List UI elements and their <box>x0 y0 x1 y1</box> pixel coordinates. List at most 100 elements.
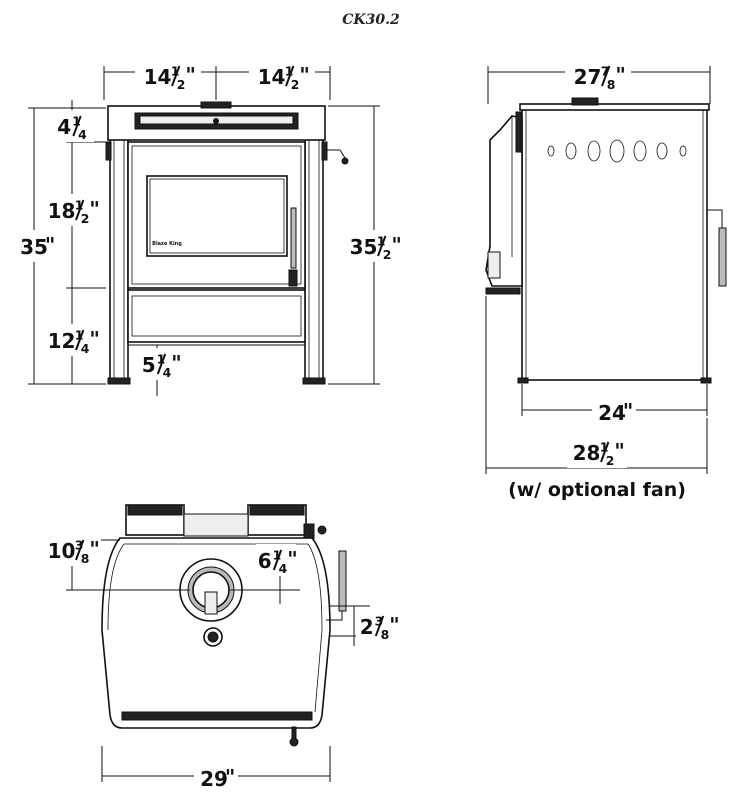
dim-flue-diameter-numerator: 1 <box>273 548 282 563</box>
dim-overall-left-whole: 35 <box>20 235 48 259</box>
dim-overall-left-bg <box>15 230 57 262</box>
dim-overall-right-bg <box>341 230 407 262</box>
dim-depth-fan-numerator: 1 <box>600 440 609 455</box>
dim-side-depth-fraction-slash <box>601 65 611 87</box>
rear-handle <box>718 227 727 287</box>
dim-overall-right-whole: 35 <box>350 235 378 259</box>
side-control-lever <box>327 149 346 159</box>
dim-width-left-fraction-slash <box>171 65 181 87</box>
dim-handle-offset-fraction-slash <box>374 615 385 637</box>
dim-base-height-numerator: 1 <box>75 328 84 343</box>
dim-handle-offset-numerator: 3 <box>375 614 384 629</box>
dim-base-height-fraction-slash <box>75 329 85 351</box>
dim-base-height-bg <box>44 324 100 356</box>
dim-overall-left-unit: " <box>45 233 55 257</box>
dim-side-depth-denominator: 8 <box>607 77 616 92</box>
model-title: CK30.2 <box>342 12 400 28</box>
dim-depth-fan-unit: " <box>614 439 624 463</box>
dim-door-height-unit: " <box>89 197 99 221</box>
dim-overall-right-fraction-slash <box>377 235 387 257</box>
dim-width-left-bg <box>135 60 201 92</box>
side-body <box>521 107 708 381</box>
top-front-edge <box>121 711 313 721</box>
dim-door-height-numerator: 1 <box>75 198 84 213</box>
dim-top-width-unit: " <box>225 765 235 789</box>
left-column <box>109 107 129 384</box>
dim-width-right-numerator: 1 <box>285 64 294 79</box>
fan-center-box <box>183 513 249 537</box>
dim-overall-right-denominator: 2 <box>383 247 392 262</box>
dim-ash-depth-fraction-slash <box>156 353 167 375</box>
dim-flue-diameter-fraction-slash <box>272 549 283 571</box>
dim-depth-fan-whole: 28 <box>573 441 601 465</box>
dim-ash-depth-bg <box>140 348 180 380</box>
dim-flue-diameter-bg <box>256 544 296 576</box>
door-glass <box>146 175 288 257</box>
dim-flue-diameter-denominator: 4 <box>279 561 288 576</box>
dim-flue-diameter-whole: 6 <box>258 549 272 573</box>
dim-side-depth-bg <box>565 60 631 92</box>
dim-width-right-denominator: 2 <box>291 77 300 92</box>
badge-text: Blaze King <box>152 241 182 247</box>
side-top-cap <box>571 97 599 106</box>
dim-width-left-denominator: 2 <box>177 77 186 92</box>
dim-ash-depth-numerator: 1 <box>157 352 166 367</box>
dim-body-depth: 24" <box>592 396 636 428</box>
dim-overall-right-unit: " <box>391 233 401 257</box>
dim-top-section-fraction-slash <box>72 115 82 137</box>
dim-overall-right-numerator: 1 <box>377 234 386 249</box>
front-view: Blaze King <box>28 66 380 396</box>
dim-width-left-unit: " <box>185 63 195 87</box>
dim-top-section-bg <box>50 110 94 142</box>
dim-door-height-bg <box>41 194 103 226</box>
top-view <box>66 504 370 782</box>
dim-flue-offset-numerator: 3 <box>75 538 84 553</box>
side-air-vents <box>547 139 687 163</box>
dim-ash-depth-whole: 5 <box>142 353 156 377</box>
dim-door-height-whole: 18 <box>48 199 76 223</box>
dim-width-right-bg <box>249 60 315 92</box>
dim-handle-offset-denominator: 8 <box>381 627 390 642</box>
top-side-handle <box>338 550 347 612</box>
dim-top-section-denominator: 4 <box>78 127 87 142</box>
dim-door-height-fraction-slash <box>75 199 85 221</box>
dim-body-depth-bg <box>592 396 636 428</box>
dim-flue-diameter-unit: " <box>287 547 297 571</box>
dim-top-width-bg <box>194 762 238 794</box>
dim-top-width: 29" <box>194 762 238 794</box>
dim-depth-fan-bg <box>567 436 627 468</box>
dim-door-height-denominator: 2 <box>81 211 90 226</box>
dim-flue-offset-fraction-slash <box>75 539 85 561</box>
dim-body-depth-whole: 24 <box>598 401 626 425</box>
dim-body-depth-unit: " <box>623 399 633 423</box>
dim-flue-offset-unit: " <box>89 537 99 561</box>
dim-handle-offset-unit: " <box>389 613 399 637</box>
dim-width-right-fraction-slash <box>285 65 295 87</box>
dim-base-height-denominator: 4 <box>81 341 90 356</box>
dim-width-left-whole: 14 <box>144 65 172 89</box>
dim-ash-depth-unit: " <box>171 351 181 375</box>
dim-top-section-whole: 4 <box>57 115 71 139</box>
dim-flue-offset-denominator: 8 <box>81 551 90 566</box>
fan-note: (w/ optional fan) <box>508 479 686 501</box>
dim-top-width-whole: 29 <box>200 767 228 791</box>
dim-width-right-whole: 14 <box>258 65 286 89</box>
dim-flue-offset-whole: 10 <box>48 539 76 563</box>
ash-drawer <box>127 289 306 343</box>
dim-side-depth-whole: 27 <box>574 65 602 89</box>
dim-side-depth-numerator: 7 <box>601 64 610 79</box>
